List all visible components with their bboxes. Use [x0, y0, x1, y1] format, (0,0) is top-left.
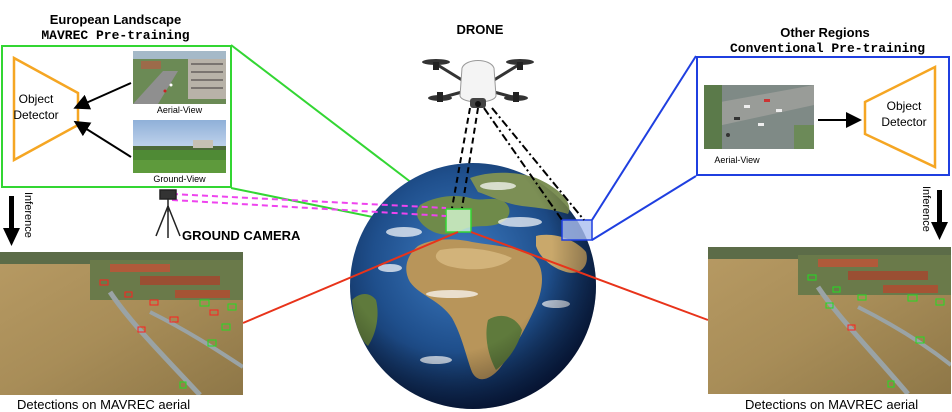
right-panel-subheading: Conventional Pre-training [729, 41, 926, 56]
left-detections-image [0, 252, 243, 395]
europe-region-marker [445, 208, 472, 233]
left-panel-heading: European Landscape [49, 12, 182, 27]
left-detector-label-line2: Detector [13, 108, 59, 122]
right-pretraining-panel: Aerial-View Object Detector [696, 56, 950, 176]
red-connector-lines [242, 231, 709, 324]
earth-globe [350, 163, 596, 409]
arrow-down-icon [3, 196, 20, 246]
drone-label: DRONE [456, 22, 504, 37]
ground-camera-label: GROUND CAMERA [182, 228, 301, 243]
right-detections-image [708, 247, 951, 394]
right-result-caption: Detections on MAVREC aerial [745, 397, 919, 412]
left-aerial-view-image [133, 51, 226, 104]
right-object-detector-shape [863, 64, 937, 169]
right-panel-arrow [818, 112, 862, 128]
left-pretraining-panel: Object Detector Aerial-View [1, 45, 232, 188]
right-detector-label-line2: Detector [881, 115, 927, 129]
right-detector-label: Object Detector [876, 98, 932, 130]
left-detector-label: Object Detector [13, 91, 59, 123]
right-aerial-caption: Aerial-View [714, 155, 760, 165]
left-ground-view-image [133, 120, 226, 173]
tripod-camera-icon [155, 189, 181, 238]
left-ground-caption: Ground-View [153, 174, 206, 184]
inference-label-right: Inference [920, 186, 932, 232]
other-region-marker [561, 219, 593, 241]
right-panel-heading: Other Regions [780, 25, 870, 40]
left-panel-subheading: MAVREC Pre-training [41, 28, 190, 43]
inference-label-left: Inference [22, 192, 34, 238]
left-result-caption: Detections on MAVREC aerial [17, 397, 191, 412]
right-detector-label-line1: Object [886, 99, 922, 113]
ground-camera-dashed-lines [171, 193, 447, 217]
left-detector-label-line1: Object [18, 92, 54, 106]
arrow-down-icon [931, 190, 948, 240]
right-aerial-view-image [704, 85, 814, 149]
left-aerial-caption: Aerial-View [156, 105, 203, 115]
drone-icon [422, 59, 534, 108]
drone-beam-lines [451, 107, 585, 221]
left-panel-arrows [73, 82, 132, 158]
blue-connector-lines [591, 55, 697, 241]
